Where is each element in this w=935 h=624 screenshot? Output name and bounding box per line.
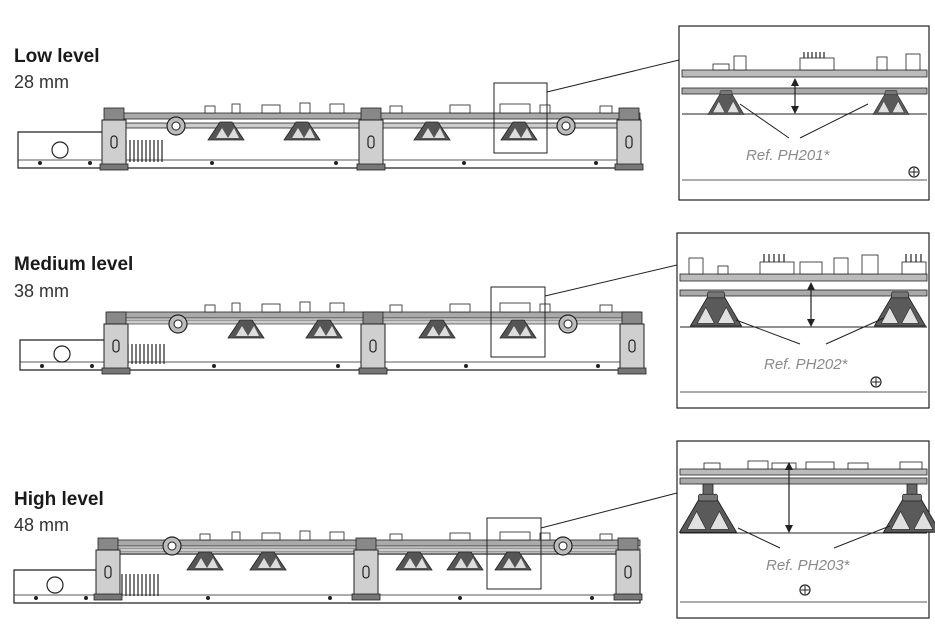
low-level-height: 28 mm bbox=[14, 72, 70, 92]
low-level-unit bbox=[17, 59, 680, 171]
low-level-title: Low level bbox=[14, 46, 100, 67]
high-level-unit bbox=[13, 492, 678, 604]
high-level-ref: Ref. PH203* bbox=[766, 557, 851, 574]
high-level-height: 48 mm bbox=[14, 515, 70, 535]
low-level-detail: Ref. PH201* bbox=[678, 25, 930, 201]
low-level-ref: Ref. PH201* bbox=[746, 147, 831, 164]
high-level-title: High level bbox=[14, 489, 104, 510]
medium-level-detail: Ref. PH202* bbox=[676, 232, 930, 409]
high-level-detail: Ref. PH203* bbox=[676, 440, 935, 619]
medium-level-title: Medium level bbox=[14, 254, 134, 275]
medium-level-unit bbox=[19, 264, 678, 375]
medium-level-height: 38 mm bbox=[14, 281, 70, 301]
medium-level-ref: Ref. PH202* bbox=[764, 356, 849, 373]
